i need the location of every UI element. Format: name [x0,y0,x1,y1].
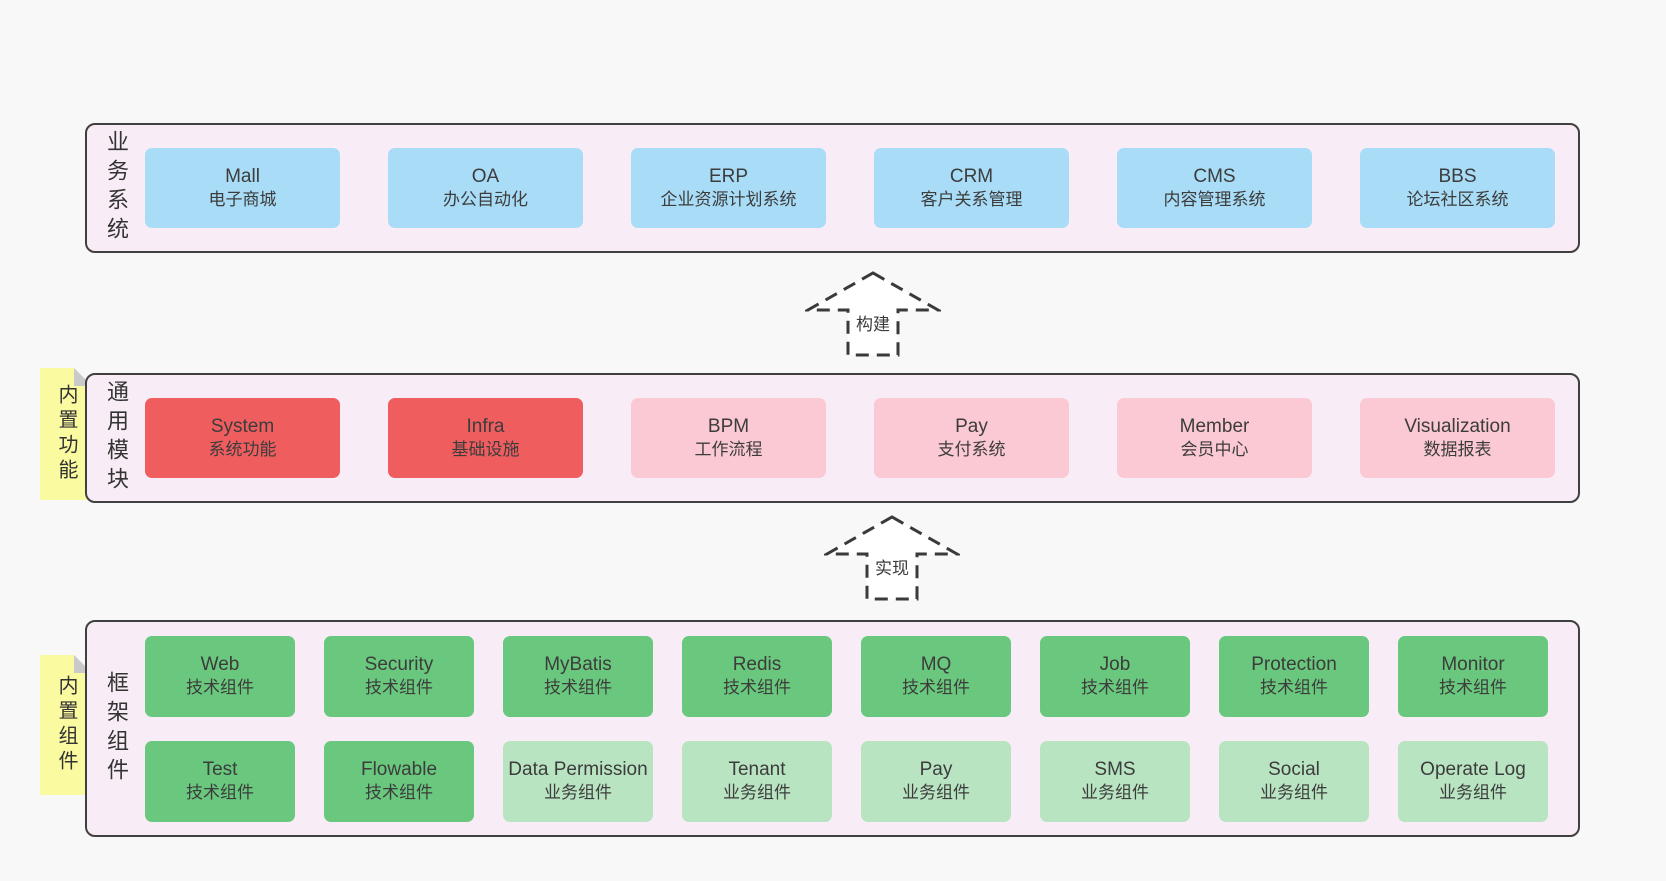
node-tenant: Tenant 业务组件 [682,740,832,822]
panel-label-common-modules: 通用模块 [104,380,129,496]
node-erp: ERP 企业资源计划系统 [631,148,826,228]
node-operate-log: Operate Log 业务组件 [1398,740,1548,822]
node-mq: MQ 技术组件 [861,635,1011,717]
node-member: Member 会员中心 [1117,398,1312,478]
common-modules-row: System 系统功能 Infra 基础设施 BPM 工作流程 Pay 支付系统… [145,398,1578,478]
sticky-note-label: 内置组件 [55,675,77,775]
framework-components-rows: Web 技术组件 Security 技术组件 MyBatis 技术组件 Redi… [145,635,1578,822]
node-protection: Protection 技术组件 [1219,635,1369,717]
node-bpm: BPM 工作流程 [631,398,826,478]
arrow-build-label: 构建 [853,310,893,335]
framework-components-panel: 框架组件 Web 技术组件 Security 技术组件 MyBatis 技术组件… [85,620,1580,837]
node-system: System 系统功能 [145,398,340,478]
components-row-1: Web 技术组件 Security 技术组件 MyBatis 技术组件 Redi… [145,635,1556,717]
node-web: Web 技术组件 [145,635,295,717]
node-infra: Infra 基础设施 [388,398,583,478]
node-oa: OA 办公自动化 [388,148,583,228]
business-systems-row: Mall 电子商城 OA 办公自动化 ERP 企业资源计划系统 CRM 客户关系… [145,148,1578,228]
node-flowable: Flowable 技术组件 [324,740,474,822]
common-modules-panel: 通用模块 System 系统功能 Infra 基础设施 BPM 工作流程 Pay… [85,373,1580,503]
node-pay-component: Pay 业务组件 [861,740,1011,822]
node-job: Job 技术组件 [1040,635,1190,717]
business-systems-panel: 业务系统 Mall 电子商城 OA 办公自动化 ERP 企业资源计划系统 CRM… [85,123,1580,253]
sticky-note-label: 内置功能 [55,384,77,484]
arrow-build: 构建 [805,270,941,358]
node-bbs: BBS 论坛社区系统 [1360,148,1555,228]
node-sms: SMS 业务组件 [1040,740,1190,822]
node-crm: CRM 客户关系管理 [874,148,1069,228]
node-redis: Redis 技术组件 [682,635,832,717]
node-security: Security 技术组件 [324,635,474,717]
node-pay-system: Pay 支付系统 [874,398,1069,478]
node-data-permission: Data Permission 业务组件 [503,740,653,822]
node-social: Social 业务组件 [1219,740,1369,822]
node-monitor: Monitor 技术组件 [1398,635,1548,717]
arrow-implement-label: 实现 [872,554,912,579]
components-row-2: Test 技术组件 Flowable 技术组件 Data Permission … [145,740,1556,822]
node-mybatis: MyBatis 技术组件 [503,635,653,717]
panel-label-framework-components: 框架组件 [104,670,129,787]
node-cms: CMS 内容管理系统 [1117,148,1312,228]
arrow-implement: 实现 [824,514,960,602]
node-visualization: Visualization 数据报表 [1360,398,1555,478]
node-test: Test 技术组件 [145,740,295,822]
panel-label-business-systems: 业务系统 [104,130,129,246]
node-mall: Mall 电子商城 [145,148,340,228]
sticky-note-builtin-features: 内置功能 [40,368,92,500]
